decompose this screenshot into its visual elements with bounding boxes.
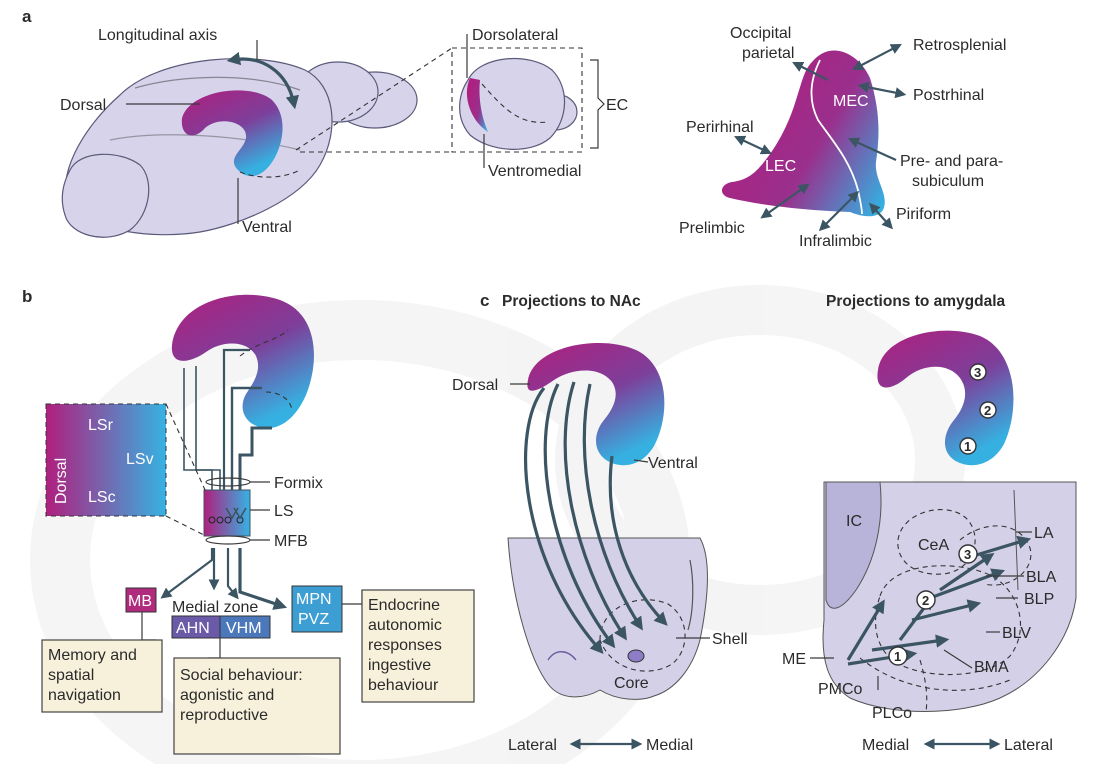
endocrine-callout-leader [342,590,362,604]
rodent-brain [62,59,417,238]
nac-axis-left: Lateral [508,737,557,754]
label-cea: CeA [918,537,949,554]
label-piriform: Piriform [896,206,951,223]
nac-axis-right: Medial [646,737,693,754]
label-pre-para: Pre- and para- [900,153,1003,170]
label-lsr: LSr [88,417,114,434]
panel-label-b: b [22,287,32,306]
label-la: LA [1034,525,1054,542]
label-plco: PLCo [872,705,912,722]
label-ls: LS [274,503,294,520]
label-mpn: MPN [296,591,332,608]
label-bma: BMA [974,659,1009,676]
social-line-2: agonistic and [180,687,274,704]
ec-bracket [590,60,604,148]
social-line-1: Social behaviour: [180,667,303,684]
label-retrosplenial: Retrosplenial [913,37,1006,54]
slice-marker-2: 2 [922,593,929,608]
label-infralimbic: Infralimbic [799,233,872,250]
nac-title: Projections to NAc [502,293,641,310]
endocrine-line-2: autonomic [368,617,442,634]
endocrine-line-3: responses [368,637,442,654]
label-dorsolateral: Dorsolateral [472,27,558,44]
endocrine-line-4: ingestive [368,657,431,674]
label-lec: LEC [765,158,796,175]
label-subiculum: subiculum [912,173,984,190]
label-parietal: parietal [742,45,794,62]
amyg-title: Projections to amygdala [826,293,1006,310]
label-ventromedial: Ventromedial [488,163,581,180]
label-blv: BLV [1002,625,1031,642]
panel-label-a: a [22,7,32,26]
social-line-3: reproductive [180,707,268,724]
label-nac-shell: Shell [712,631,748,648]
arrow-to-mb [164,548,212,596]
label-ventral-a: Ventral [242,219,292,236]
label-ec: EC [606,97,628,114]
label-vhm: VHM [226,620,262,637]
label-bla: BLA [1026,569,1057,586]
label-prelimbic: Prelimbic [679,220,745,237]
label-lsv: LSv [126,451,154,468]
slice-marker-1: 1 [894,649,901,664]
nac-core [628,650,644,662]
mb-callout-leader [142,612,156,640]
label-blp: BLP [1024,591,1054,608]
label-ahn: AHN [176,620,210,637]
label-occipital: Occipital [730,25,791,42]
label-longitudinal-axis: Longitudinal axis [98,27,217,44]
label-nac-dorsal: Dorsal [452,377,498,394]
arrow-retrosplenial [856,46,898,68]
endocrine-line-1: Endocrine [368,597,440,614]
arrow-perirhinal [738,138,768,152]
endocrine-line-5: behaviour [368,677,439,694]
label-medial-zone: Medial zone [172,599,258,616]
mfb-ring [206,536,250,544]
inset-leader-top [166,404,206,492]
label-mec: MEC [833,93,869,110]
label-nac-ventral: Ventral [648,455,698,472]
arrow-to-vhm [228,548,236,596]
panel-label-c: c [480,291,489,310]
label-postrhinal: Postrhinal [913,87,984,104]
memory-line-3: navigation [48,687,121,704]
social-callout-leader [208,638,220,658]
marker-2: 2 [984,403,991,418]
label-pmco: PMCo [818,681,863,698]
label-ic: IC [846,513,862,530]
slice-marker-3: 3 [964,547,971,562]
label-perirhinal: Perirhinal [686,119,754,136]
label-mb: MB [128,593,152,610]
marker-1: 1 [964,439,971,454]
memory-line-2: spatial [48,667,94,684]
arrow-to-mpn [240,548,282,606]
marker-3: 3 [974,365,981,380]
label-lsc: LSc [88,489,116,506]
memory-line-1: Memory and [48,647,137,664]
label-pvz: PVZ [298,611,329,628]
label-dorsal-a: Dorsal [60,97,106,114]
inset-leader-bottom [166,516,206,536]
label-nac-core: Core [614,675,649,692]
label-inset-dorsal: Dorsal [53,458,70,504]
amyg-axis-right: Lateral [1004,737,1053,754]
label-fornix: Formix [274,475,323,492]
label-mfb: MFB [274,533,308,550]
label-me: ME [782,651,806,668]
amyg-axis-left: Medial [862,737,909,754]
